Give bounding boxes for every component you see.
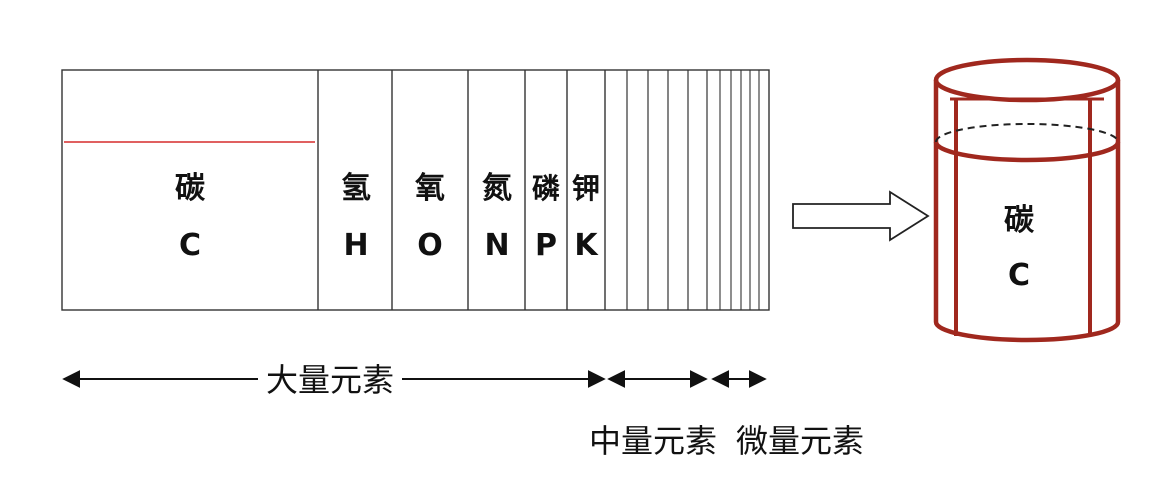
barrel-water-line-front <box>933 141 1121 163</box>
medium-element-strips <box>626 70 708 310</box>
hydrogen-symbol: H <box>343 228 368 263</box>
nitrogen-symbol: N <box>484 228 509 263</box>
oxygen-cell: 氧 O <box>415 171 445 263</box>
carbon-name: 碳 <box>175 171 206 206</box>
trace-range: 微量元素 <box>711 370 864 460</box>
oxygen-name: 氧 <box>415 171 445 206</box>
phosphorus-symbol: P <box>535 228 557 263</box>
hydrogen-name: 氢 <box>341 171 371 206</box>
nitrogen-cell: 氮 N <box>482 171 512 263</box>
trace-element-strips <box>719 70 760 310</box>
carbon-cell: 碳 C <box>64 141 315 263</box>
nitrogen-name: 氮 <box>482 171 512 206</box>
phosphorus-name: 磷 <box>532 172 560 205</box>
potassium-cell: 钾 K <box>572 172 600 263</box>
hydrogen-cell: 氢 H <box>341 171 371 263</box>
major-range: 大量元素 <box>62 361 606 399</box>
barrel-body <box>933 80 1121 343</box>
barrel-name: 碳 <box>1004 203 1035 238</box>
element-bar: 碳 C 氢 H 氧 O 氮 N 磷 P 钾 <box>61 69 770 311</box>
major-range-label: 大量元素 <box>266 361 394 399</box>
barrel-top-rim <box>933 57 1121 103</box>
medium-range-label: 中量元素 <box>589 422 717 460</box>
oxygen-symbol: O <box>417 228 443 263</box>
medium-range: 中量元素 <box>589 370 717 460</box>
potassium-name: 钾 <box>572 172 600 205</box>
barrel-water-line-back <box>935 123 1119 143</box>
carbon-barrel-icon: 碳 C <box>933 57 1121 343</box>
cell-dividers <box>317 70 606 310</box>
potassium-symbol: K <box>574 228 599 263</box>
trace-range-label: 微量元素 <box>736 422 864 460</box>
carbon-symbol: C <box>179 228 201 263</box>
hollow-arrow-icon <box>792 190 930 242</box>
barrel-symbol: C <box>1008 258 1030 293</box>
bar-outline <box>61 69 770 311</box>
phosphorus-cell: 磷 P <box>532 172 560 263</box>
